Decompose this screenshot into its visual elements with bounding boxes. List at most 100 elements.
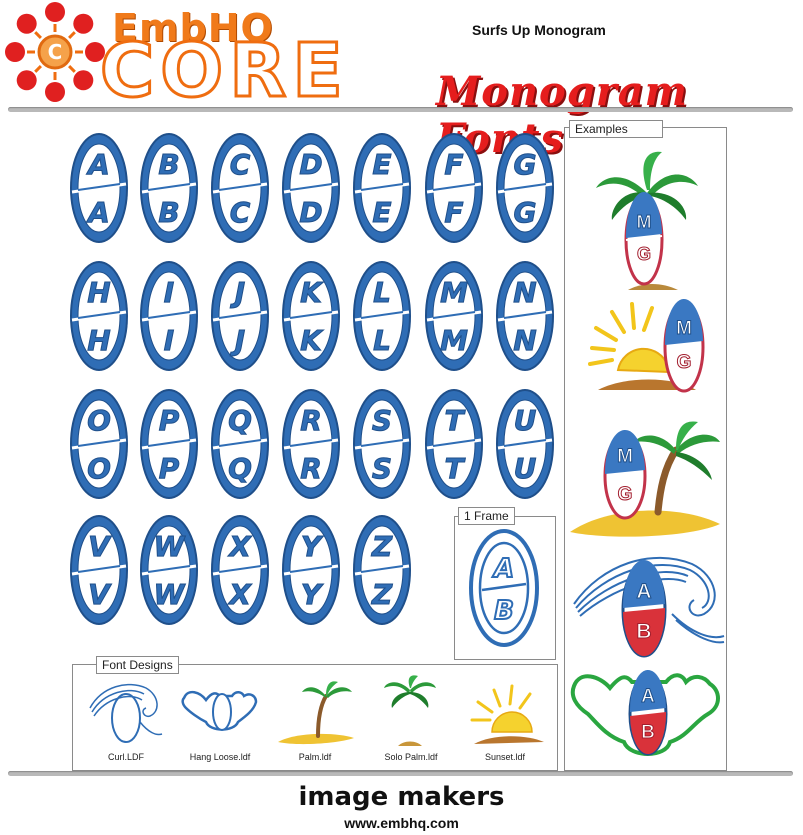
- letter-glyph-top: Q: [228, 404, 252, 437]
- letter-glyph-bottom: L: [373, 324, 391, 357]
- letter-glyph-bottom: A: [86, 196, 110, 229]
- example-letter: G: [677, 352, 692, 373]
- letter-glyph-top: W: [154, 530, 186, 563]
- footer-url[interactable]: www.embhq.com: [344, 815, 459, 831]
- letter-glyph-top: C: [230, 148, 251, 181]
- monogram-letter-l: LL: [353, 261, 411, 371]
- palm-tree-icon: M G: [596, 151, 698, 290]
- monogram-letter-d: DD: [282, 133, 340, 243]
- palm-icon[interactable]: [276, 680, 356, 746]
- letter-glyph-bottom: C: [230, 196, 251, 229]
- monogram-letter-f: FF: [425, 133, 483, 243]
- examples-label: Examples: [569, 120, 663, 138]
- letter-glyph-top: H: [87, 276, 110, 309]
- monogram-letter-u: UU: [496, 389, 554, 499]
- letter-glyph-top: T: [444, 404, 465, 437]
- letter-glyph-top: Y: [301, 530, 324, 563]
- monogram-letter-m: MM: [425, 261, 483, 371]
- letter-glyph-bottom: T: [444, 452, 465, 485]
- frame-sample: A B: [469, 529, 539, 647]
- letter-glyph-bottom: Z: [371, 578, 393, 611]
- letter-glyph-top: U: [514, 404, 537, 437]
- monogram-letter-b: BB: [140, 133, 198, 243]
- font-designs-label: Font Designs: [96, 656, 179, 674]
- monogram-letter-s: SS: [353, 389, 411, 499]
- example-letter: M: [676, 318, 692, 339]
- example-letter: M: [637, 212, 652, 232]
- letter-glyph-top: O: [87, 404, 111, 437]
- letter-glyph-bottom: W: [154, 578, 186, 611]
- letter-glyph-bottom: I: [164, 324, 174, 357]
- logo-sunburst-icon: C: [5, 2, 105, 102]
- letter-glyph-top: I: [164, 276, 174, 309]
- brand-core: CORE: [99, 28, 349, 114]
- monogram-letter-j: JJ: [211, 261, 269, 371]
- brand-top: EmbHQ: [112, 6, 274, 50]
- monogram-letter-v: VV: [70, 515, 128, 625]
- letter-glyph-top: G: [514, 148, 537, 181]
- letter-glyph-top: A: [86, 148, 110, 181]
- letter-glyph-bottom: K: [300, 324, 324, 357]
- letter-glyph-bottom: G: [514, 196, 537, 229]
- monogram-letter-x: XX: [211, 515, 269, 625]
- example-letter: M: [617, 446, 633, 467]
- monogram-letter-z: ZZ: [353, 515, 411, 625]
- palm-island-icon: M G: [570, 421, 720, 537]
- design-caption: Solo Palm.ldf: [384, 752, 438, 762]
- letter-glyph-top: E: [372, 148, 391, 181]
- monogram-letter-p: PP: [140, 389, 198, 499]
- frame-letter-bottom: B: [494, 596, 514, 626]
- monogram-letter-h: HH: [70, 261, 128, 371]
- monogram-letter-i: II: [140, 261, 198, 371]
- solo-palm-icon[interactable]: [382, 674, 438, 748]
- example-monogram: M G: [624, 191, 664, 286]
- logo-letter: C: [48, 40, 63, 64]
- example-letter: A: [641, 686, 655, 707]
- letter-glyph-top: S: [372, 404, 392, 437]
- monogram-letter-k: KK: [282, 261, 340, 371]
- letter-glyph-top: L: [373, 276, 391, 309]
- letter-glyph-bottom: X: [227, 578, 252, 611]
- hang-loose-icon: A B: [570, 669, 720, 756]
- letter-glyph-top: M: [440, 276, 468, 309]
- letter-glyph-bottom: F: [444, 196, 463, 229]
- example-letter: G: [618, 484, 633, 505]
- letter-glyph-top: Z: [371, 530, 393, 563]
- example-letter: G: [637, 244, 651, 264]
- design-caption: Sunset.ldf: [484, 752, 526, 762]
- example-letter: B: [641, 722, 655, 743]
- font-designs-groupbox: [72, 664, 558, 771]
- design-caption: Hang Loose.ldf: [189, 752, 251, 762]
- letter-glyph-top: F: [444, 148, 463, 181]
- example-letter: B: [636, 620, 651, 643]
- letter-glyph-bottom: R: [300, 452, 322, 485]
- letter-glyph-bottom: Q: [228, 452, 252, 485]
- monogram-letter-n: NN: [496, 261, 554, 371]
- wave-icon: A B: [573, 556, 725, 658]
- hang-loose-design-icon[interactable]: [180, 686, 260, 736]
- monogram-letter-y: YY: [282, 515, 340, 625]
- footer-brand: image makers: [298, 782, 505, 812]
- monogram-letter-a: AA: [70, 133, 128, 243]
- letter-glyph-top: R: [300, 404, 322, 437]
- letter-glyph-bottom: B: [158, 196, 179, 229]
- sunset-design-icon[interactable]: [466, 680, 546, 746]
- monogram-letter-w: WW: [140, 515, 198, 625]
- letter-glyph-bottom: M: [440, 324, 468, 357]
- curl-wave-icon[interactable]: [88, 678, 164, 744]
- letter-glyph-bottom: P: [159, 452, 180, 485]
- monogram-letter-e: EE: [353, 133, 411, 243]
- letter-glyph-top: D: [299, 148, 322, 181]
- sunset-icon: M G: [588, 298, 705, 393]
- monogram-letter-c: CC: [211, 133, 269, 243]
- monogram-letter-o: OO: [70, 389, 128, 499]
- letter-glyph-bottom: S: [372, 452, 392, 485]
- letter-glyph-bottom: U: [514, 452, 537, 485]
- design-caption: Palm.ldf: [298, 752, 332, 762]
- frame-label: 1 Frame: [458, 507, 515, 525]
- monogram-letter-g: GG: [496, 133, 554, 243]
- letter-glyph-bottom: O: [87, 452, 111, 485]
- letter-glyph-bottom: D: [299, 196, 322, 229]
- letter-glyph-bottom: N: [513, 324, 536, 357]
- monogram-letter-r: RR: [282, 389, 340, 499]
